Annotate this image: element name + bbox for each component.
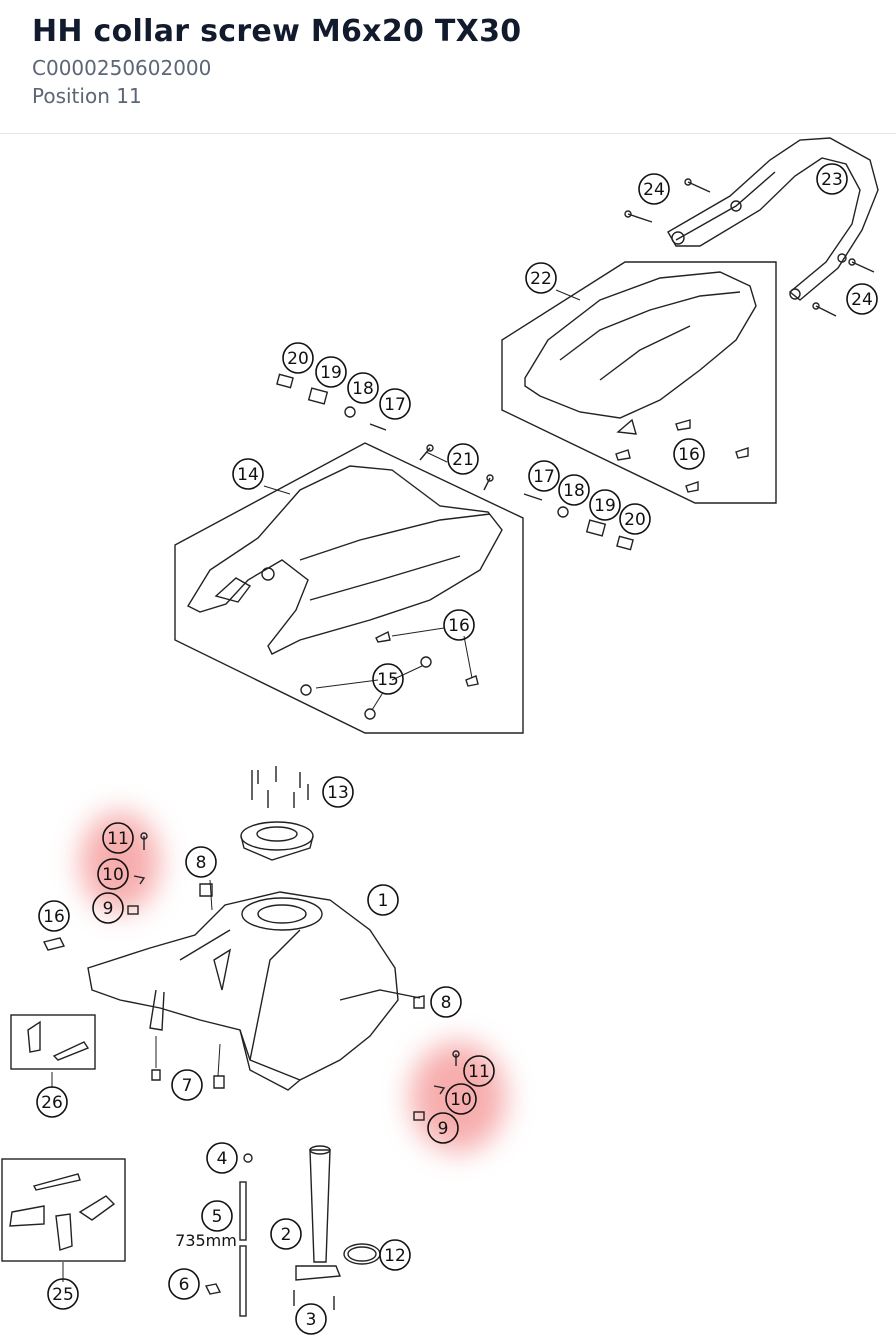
callout-number: 23 bbox=[821, 170, 843, 190]
leader-lines bbox=[51, 289, 581, 1282]
callout-number: 18 bbox=[352, 379, 374, 399]
part-header: HH collar screw M6x20 TX30 C000025060200… bbox=[0, 0, 896, 134]
position-label: Position 11 bbox=[32, 84, 142, 108]
callout-number: 13 bbox=[327, 783, 349, 803]
callout-number: 20 bbox=[624, 510, 646, 530]
callout-c9a[interactable]: 9 bbox=[92, 892, 124, 924]
callout-number: 1 bbox=[378, 891, 389, 911]
callout-c2[interactable]: 2 bbox=[270, 1218, 302, 1250]
spacers-upper-drawing bbox=[276, 373, 387, 431]
callout-number: 24 bbox=[851, 290, 873, 310]
spacers-lower-drawing bbox=[523, 493, 634, 551]
fuel-tank-drawing bbox=[87, 891, 421, 1091]
callout-c9b[interactable]: 9 bbox=[427, 1112, 459, 1144]
callout-number: 11 bbox=[468, 1062, 490, 1082]
callout-c5[interactable]: 5 bbox=[201, 1200, 233, 1232]
callout-number: 15 bbox=[377, 670, 399, 690]
callout-number: 14 bbox=[237, 465, 259, 485]
callout-c11a[interactable]: 11 bbox=[102, 822, 134, 854]
callout-number: 20 bbox=[287, 349, 309, 369]
callout-number: 8 bbox=[441, 993, 452, 1013]
callout-c10a[interactable]: 10 bbox=[97, 858, 129, 890]
callout-c14[interactable]: 14 bbox=[232, 458, 264, 490]
callout-c16c[interactable]: 16 bbox=[673, 438, 705, 470]
callout-number: 8 bbox=[196, 853, 207, 873]
callout-number: 10 bbox=[102, 865, 124, 885]
callout-c26[interactable]: 26 bbox=[36, 1086, 68, 1118]
callout-number: 18 bbox=[563, 481, 585, 501]
callout-number: 16 bbox=[678, 445, 700, 465]
callout-c19b[interactable]: 19 bbox=[589, 489, 621, 521]
callout-c11b[interactable]: 11 bbox=[463, 1055, 495, 1087]
callout-number: 5 bbox=[212, 1207, 223, 1227]
part-number: C0000250602000 bbox=[32, 56, 212, 80]
callout-c7[interactable]: 7 bbox=[171, 1069, 203, 1101]
callout-number: 17 bbox=[533, 467, 555, 487]
callout-number: 9 bbox=[438, 1119, 449, 1139]
callout-c6[interactable]: 6 bbox=[168, 1268, 200, 1300]
callout-number: 21 bbox=[452, 450, 474, 470]
callout-c16b[interactable]: 16 bbox=[443, 609, 475, 641]
callout-c8b[interactable]: 8 bbox=[430, 986, 462, 1018]
callout-c22[interactable]: 22 bbox=[525, 262, 557, 294]
callout-c3[interactable]: 3 bbox=[295, 1303, 327, 1335]
callout-number: 6 bbox=[179, 1275, 190, 1295]
small-parts-drawing bbox=[42, 832, 460, 1121]
callout-number: 11 bbox=[107, 829, 129, 849]
callout-number: 22 bbox=[530, 269, 552, 289]
callout-c24a[interactable]: 24 bbox=[638, 173, 670, 205]
callout-group: 1234567889910101111121314151616161717181… bbox=[36, 163, 878, 1335]
callout-c8a[interactable]: 8 bbox=[185, 846, 217, 878]
hose-and-pump-drawing bbox=[204, 1145, 381, 1317]
callout-number: 24 bbox=[643, 180, 665, 200]
callout-c16a[interactable]: 16 bbox=[38, 900, 70, 932]
callout-c23[interactable]: 23 bbox=[816, 163, 848, 195]
callout-number: 19 bbox=[320, 363, 342, 383]
highlight-glow-upper bbox=[80, 812, 160, 912]
callout-number: 25 bbox=[52, 1285, 74, 1305]
callout-c4[interactable]: 4 bbox=[206, 1142, 238, 1174]
callout-c17b[interactable]: 17 bbox=[528, 460, 560, 492]
callout-c10b[interactable]: 10 bbox=[445, 1083, 477, 1115]
callout-number: 16 bbox=[448, 616, 470, 636]
callout-c13[interactable]: 13 bbox=[322, 776, 354, 808]
callout-number: 10 bbox=[450, 1090, 472, 1110]
box-26-drawing bbox=[10, 1014, 96, 1070]
callout-number: 12 bbox=[384, 1246, 406, 1266]
callout-number: 19 bbox=[594, 496, 616, 516]
box-25-drawing bbox=[1, 1158, 126, 1262]
callout-c18b[interactable]: 18 bbox=[558, 474, 590, 506]
part-title: HH collar screw M6x20 TX30 bbox=[32, 14, 522, 49]
bolts-24-drawing bbox=[624, 178, 875, 317]
highlight-glow-lower bbox=[410, 1042, 506, 1152]
callout-number: 16 bbox=[43, 907, 65, 927]
callout-c24b[interactable]: 24 bbox=[846, 283, 878, 315]
callout-c21[interactable]: 21 bbox=[447, 443, 479, 475]
callout-number: 26 bbox=[41, 1093, 63, 1113]
callout-c18a[interactable]: 18 bbox=[347, 372, 379, 404]
callout-c17a[interactable]: 17 bbox=[379, 388, 411, 420]
callout-c1[interactable]: 1 bbox=[367, 884, 399, 916]
callout-c20a[interactable]: 20 bbox=[282, 342, 314, 374]
callout-number: 3 bbox=[306, 1310, 317, 1330]
rider-seat-drawing bbox=[174, 442, 524, 734]
callout-c12[interactable]: 12 bbox=[379, 1239, 411, 1271]
callout-number: 9 bbox=[103, 899, 114, 919]
callout-number: 17 bbox=[384, 395, 406, 415]
callout-number: 7 bbox=[182, 1076, 193, 1096]
fuel-cap-drawing bbox=[240, 766, 314, 861]
callout-c15[interactable]: 15 bbox=[372, 663, 404, 695]
callout-number: 4 bbox=[217, 1149, 228, 1169]
rear-carrier-drawing bbox=[667, 137, 879, 301]
callout-c20b[interactable]: 20 bbox=[619, 503, 651, 535]
dimension-label: 735mm bbox=[175, 1231, 237, 1250]
callout-number: 2 bbox=[281, 1225, 292, 1245]
pillion-seat-drawing bbox=[501, 261, 777, 504]
callout-c25[interactable]: 25 bbox=[47, 1278, 79, 1310]
callout-c19a[interactable]: 19 bbox=[315, 356, 347, 388]
